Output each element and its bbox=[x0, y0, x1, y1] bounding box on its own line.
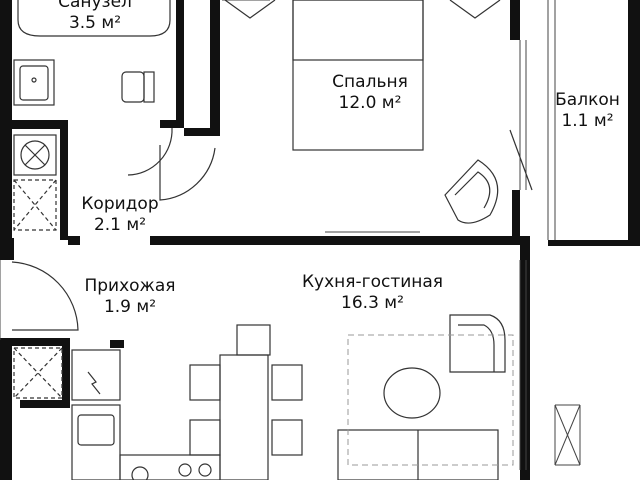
wardrobe-icon bbox=[224, 0, 276, 19]
room-label-corridor: Коридор 2.1 м² bbox=[70, 194, 170, 236]
wall bbox=[0, 338, 70, 346]
wall bbox=[0, 340, 12, 480]
kitchen-counter-icon bbox=[71, 404, 121, 480]
wall bbox=[184, 128, 220, 136]
room-area: 3.5 м² bbox=[68, 13, 122, 33]
coffee-table-icon bbox=[383, 367, 441, 419]
sink-icon bbox=[13, 59, 55, 106]
room-name: Спальня bbox=[332, 72, 408, 92]
wall bbox=[62, 338, 70, 408]
room-label-bedroom: Спальня 12.0 м² bbox=[310, 72, 430, 114]
wall bbox=[160, 120, 184, 128]
wardrobe-icon bbox=[449, 0, 501, 19]
wall bbox=[548, 240, 640, 246]
electrical-panel-icon bbox=[71, 349, 121, 401]
armchair-icon bbox=[449, 314, 506, 373]
room-name: Балкон bbox=[555, 90, 620, 110]
room-label-balcony: Балкон 1.1 м² bbox=[545, 90, 630, 132]
wall bbox=[510, 0, 520, 40]
windows bbox=[0, 0, 581, 470]
door-icon bbox=[11, 261, 79, 331]
wall bbox=[176, 0, 184, 128]
door-icon bbox=[159, 145, 216, 201]
chair-icon bbox=[189, 419, 221, 456]
wall bbox=[60, 120, 68, 240]
room-label-hallway: Прихожая 1.9 м² bbox=[70, 276, 190, 318]
room-name: Кухня-гостиная bbox=[301, 272, 444, 292]
armchair-icon bbox=[444, 159, 499, 224]
wall bbox=[20, 400, 70, 408]
fixtures bbox=[11, 0, 533, 480]
toilet-icon bbox=[121, 71, 145, 103]
room-label-kitchen-living: Кухня-гостиная 16.3 м² bbox=[290, 272, 455, 314]
wall bbox=[0, 120, 60, 129]
bed-icon bbox=[292, 0, 424, 151]
closet-icon bbox=[13, 347, 63, 399]
room-area: 12.0 м² bbox=[338, 93, 402, 113]
wall bbox=[512, 190, 520, 240]
washer-icon bbox=[13, 134, 57, 176]
room-area: 16.3 м² bbox=[341, 293, 404, 313]
bathtub-icon bbox=[17, 0, 171, 37]
wall bbox=[0, 238, 14, 260]
door-icon bbox=[127, 127, 173, 176]
wall bbox=[628, 0, 640, 245]
room-area: 1.1 м² bbox=[561, 111, 614, 131]
rug-outline bbox=[347, 334, 514, 466]
chair-icon bbox=[271, 364, 303, 401]
wall bbox=[150, 236, 530, 245]
room-name: Санузел bbox=[58, 0, 132, 12]
wall bbox=[520, 236, 530, 480]
chair-icon bbox=[189, 364, 221, 401]
balcony-door-icon bbox=[509, 129, 533, 191]
wall bbox=[68, 236, 80, 245]
room-area: 2.1 м² bbox=[93, 215, 147, 235]
kitchen-sink-icon bbox=[77, 414, 115, 446]
chair-icon bbox=[271, 419, 303, 456]
dining-table-icon bbox=[219, 354, 269, 480]
room-area: 1.9 м² bbox=[103, 297, 157, 317]
shaft-icon bbox=[13, 179, 57, 231]
room-label-bathroom: Санузел 3.5 м² bbox=[40, 0, 150, 34]
room-name: Прихожая bbox=[84, 276, 176, 296]
wall bbox=[210, 0, 220, 136]
wall bbox=[110, 340, 124, 348]
chair-icon bbox=[236, 324, 271, 356]
room-name: Коридор bbox=[81, 194, 159, 214]
